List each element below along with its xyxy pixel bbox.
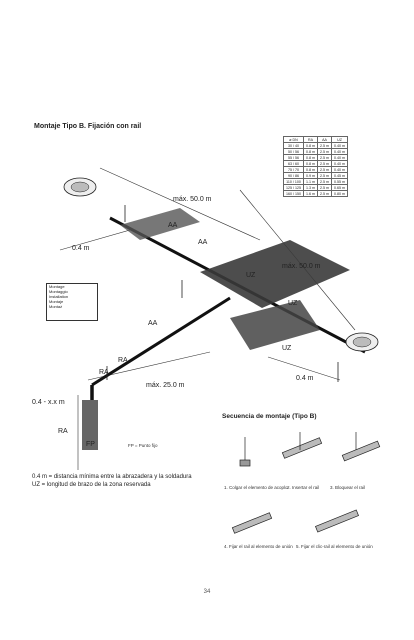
- max-length-label: máx. 25.0 m: [146, 382, 185, 389]
- legend-item: Montaż: [49, 304, 63, 309]
- sequence-caption: 4. Fijar el rail al elemento de unión: [224, 544, 293, 549]
- reserved-zone-label: UZ: [282, 345, 292, 352]
- sequence-caption: 5. Fijar el clic-rail al elemento de uni…: [296, 544, 373, 549]
- clearance-label: 0.4 - x.x m: [32, 399, 65, 406]
- page-title: Montaje Tipo B. Fijación con rail: [34, 123, 142, 130]
- sequence-caption: 3. Bloquear el rail: [330, 485, 366, 490]
- dimension-line: [99, 167, 261, 241]
- spacing-label-aa: AA: [168, 222, 178, 229]
- fixed-point-label: FP: [86, 441, 95, 448]
- drain-fitting: [345, 332, 379, 352]
- legend-box: Montage Montaggio Installation Montaje M…: [46, 283, 98, 321]
- sequence-title: Secuencia de montaje (Tipo B): [222, 413, 317, 420]
- step1-coupler: [239, 459, 251, 467]
- spacing-label-aa: AA: [198, 239, 208, 246]
- legend-item: Montaggio: [49, 289, 68, 294]
- step4-rail: [231, 512, 273, 534]
- reserved-zone-label: UZ: [288, 300, 298, 307]
- page-number: 34: [203, 589, 211, 595]
- reserved-zone: [200, 240, 350, 308]
- sequence-caption: 1. Colgar el elemento de acoplo: [224, 485, 288, 490]
- drain-fitting: [63, 177, 97, 197]
- reserved-zone: [120, 208, 200, 240]
- sequence-caption: 2. Insertar el rail: [287, 485, 320, 490]
- max-length-label: máx. 50.0 m: [282, 263, 321, 270]
- branch-pipe: [91, 296, 231, 387]
- dimension-line: [267, 356, 341, 381]
- rail-distance-label: RA: [118, 357, 128, 364]
- legend-item: Montage: [49, 284, 65, 289]
- rail-distance-label: RA: [99, 369, 109, 376]
- step3-rail: [341, 440, 381, 462]
- rail-distance-label: RA: [58, 428, 68, 435]
- step2-rail: [281, 437, 323, 459]
- spacing-label-aa: AA: [148, 320, 158, 327]
- clearance-label: 0.4 m: [296, 375, 314, 382]
- fixed-point-note: FP = Punto fijo: [128, 443, 158, 448]
- max-length-label: máx. 50.0 m: [173, 196, 212, 203]
- step5-rail: [315, 509, 359, 533]
- table-cell: 0.80 m: [331, 190, 348, 197]
- legend-item: Montaje: [49, 299, 64, 304]
- legend-item: Installation: [49, 294, 69, 299]
- footnote: UZ = longitud de brazo de la zona reserv…: [32, 482, 151, 488]
- dimension-line: [59, 229, 131, 251]
- fixed-point-bracket: [82, 400, 98, 450]
- clearance-label: 0.4 m: [72, 245, 90, 252]
- reserved-zone: [230, 300, 320, 350]
- footnote: 0.4 m = distancia mínima entre la abraza…: [32, 474, 192, 480]
- reserved-zone-label: UZ: [246, 272, 256, 279]
